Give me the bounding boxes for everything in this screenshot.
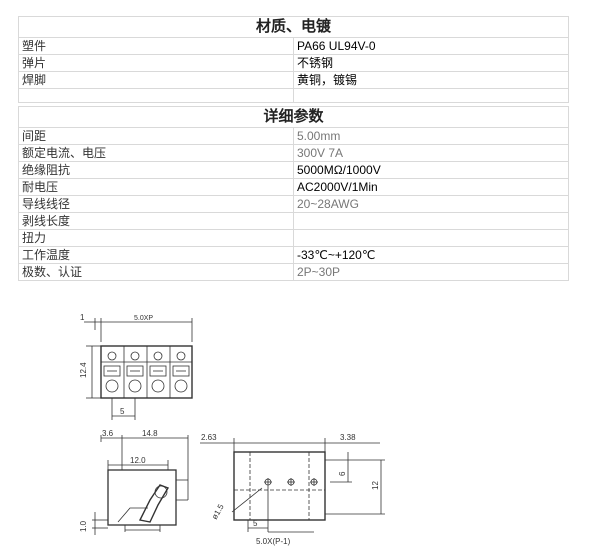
row-label: 弹片 [18, 54, 294, 72]
row-label: 塑件 [18, 37, 294, 55]
dim-top-width: 5.0XP [134, 315, 153, 322]
dim-height: 12.4 [79, 362, 88, 378]
row-value [293, 229, 569, 247]
row-label: 耐电压 [18, 178, 294, 196]
table-row: 扭力 [18, 229, 569, 247]
row-value: 5000MΩ/1000V [293, 161, 569, 179]
dim-bottom-e: 5 [253, 519, 258, 528]
row-value: AC2000V/1Min [293, 178, 569, 196]
dim-bottom-b: 3.38 [340, 433, 356, 442]
row-value [293, 212, 569, 230]
row-label: 导线线径 [18, 195, 294, 213]
bottom-view [200, 438, 385, 533]
material-table: 材质、电镀 塑件 PA66 UL94V-0 弹片 不锈钢 焊脚 黄铜，镀锡 [18, 16, 569, 103]
table-row: 导线线径 20~28AWG [18, 195, 569, 213]
dim-one: 1 [80, 313, 85, 322]
side-view [92, 435, 189, 535]
params-table: 详细参数 间距 5.00mm 额定电流、电压 300V 7A 绝缘阻抗 5000… [18, 106, 569, 281]
table-row: 塑件 PA66 UL94V-0 [18, 37, 569, 55]
row-label: 工作温度 [18, 246, 294, 264]
dim-bottom-c: 6 [338, 471, 347, 476]
table-row: 剥线长度 [18, 212, 569, 230]
dim-side-d: 1.0 [79, 520, 88, 532]
table-row: 耐电压 AC2000V/1Min [18, 178, 569, 196]
row-label: 极数、认证 [18, 263, 294, 281]
row-value: 不锈钢 [293, 54, 569, 72]
table-row [18, 88, 569, 103]
params-title: 详细参数 [18, 106, 569, 128]
dim-pitch: 5 [120, 407, 125, 416]
row-label: 扭力 [18, 229, 294, 247]
row-value: -33℃~+120℃ [293, 246, 569, 264]
row-label: 额定电流、电压 [18, 144, 294, 162]
dim-side-b: 14.8 [142, 429, 158, 438]
material-title: 材质、电镀 [18, 16, 569, 38]
dim-bottom-d: 12 [371, 481, 380, 490]
row-value: 黄铜，镀锡 [293, 71, 569, 89]
row-label: 焊脚 [18, 71, 294, 89]
dim-bottom-a: 2.63 [201, 433, 217, 442]
table-row: 间距 5.00mm [18, 127, 569, 145]
table-row: 极数、认证 2P~30P [18, 263, 569, 281]
table-row: 焊脚 黄铜，镀锡 [18, 71, 569, 89]
table-row: 工作温度 -33℃~+120℃ [18, 246, 569, 264]
dim-hole: ø1.5 [210, 502, 226, 521]
row-value: 300V 7A [293, 144, 569, 162]
row-value: PA66 UL94V-0 [293, 37, 569, 55]
technical-drawing: 1 5.0XP 12.4 5 3.6 14.8 12.0 1.0 2.63 3.… [79, 313, 385, 546]
dim-side-a: 3.6 [102, 429, 114, 438]
row-value: 2P~30P [293, 263, 569, 281]
row-label: 绝缘阻抗 [18, 161, 294, 179]
row-value: 5.00mm [293, 127, 569, 145]
row-label: 间距 [18, 127, 294, 145]
table-row: 额定电流、电压 300V 7A [18, 144, 569, 162]
row-value: 20~28AWG [293, 195, 569, 213]
dim-bottom-f: 5.0X(P-1) [256, 537, 291, 546]
table-row: 弹片 不锈钢 [18, 54, 569, 72]
row-label: 剥线长度 [18, 212, 294, 230]
table-row: 绝缘阻抗 5000MΩ/1000V [18, 161, 569, 179]
front-view [84, 318, 193, 420]
dim-side-c: 12.0 [130, 456, 146, 465]
